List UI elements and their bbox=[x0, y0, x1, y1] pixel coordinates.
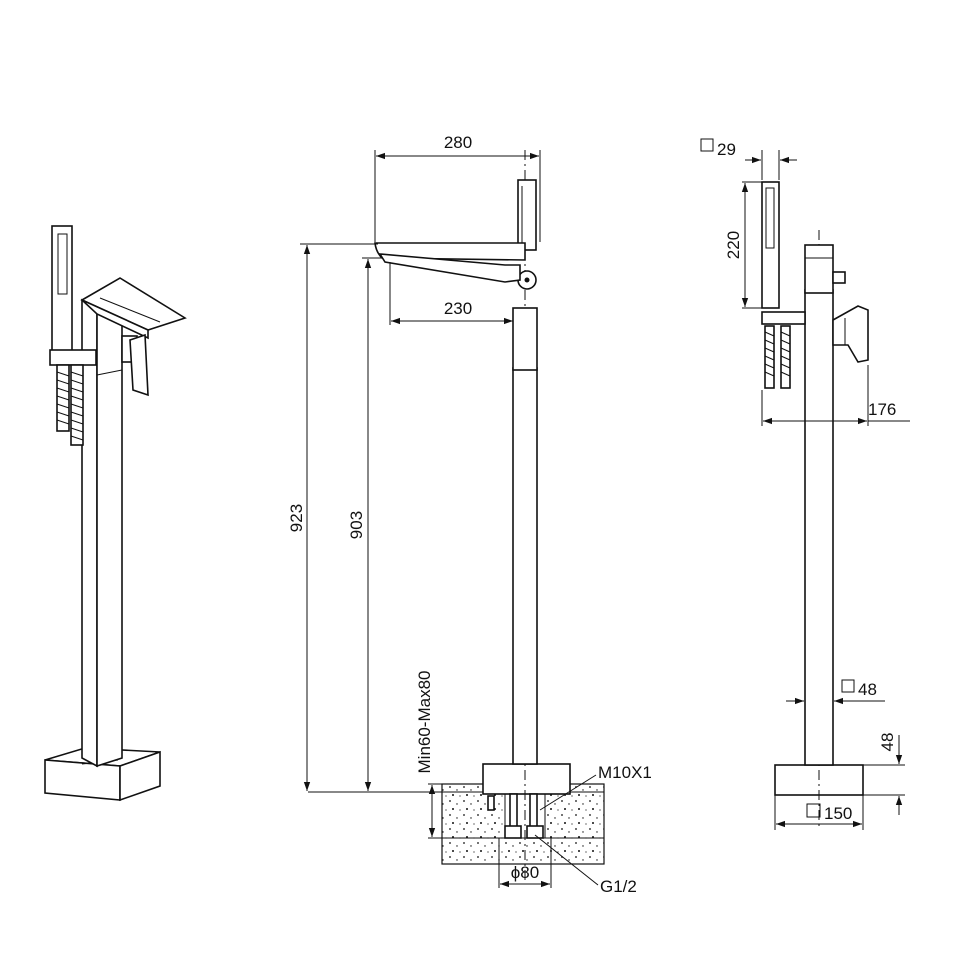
front-spout bbox=[374, 242, 526, 261]
dim-height-total: 923 bbox=[287, 504, 306, 532]
perspective-view bbox=[44, 225, 187, 802]
dim-handshower-length: 220 bbox=[724, 231, 743, 259]
perspective-handle bbox=[121, 333, 149, 397]
side-handle bbox=[832, 305, 869, 363]
dim-handshower-size: 29 bbox=[717, 140, 736, 159]
label-thread-bolt: M10X1 bbox=[598, 763, 652, 782]
dim-spout-length: 280 bbox=[444, 133, 472, 152]
dim-base-size: 150 bbox=[824, 804, 852, 823]
perspective-column bbox=[81, 298, 123, 768]
dim-column-size: 48 bbox=[858, 680, 877, 699]
front-view: 280 230 923 903 Min60-Max80 ϕ80 M10X1 G1… bbox=[287, 133, 652, 896]
dim-height-spout: 903 bbox=[347, 511, 366, 539]
front-base bbox=[482, 763, 571, 795]
perspective-base bbox=[44, 747, 161, 802]
dim-base-height: 48 bbox=[878, 733, 897, 752]
front-column bbox=[512, 367, 538, 765]
perspective-handshower bbox=[49, 225, 97, 446]
side-view: 29 220 176 48 48 150 bbox=[700, 138, 910, 830]
supply-fittings bbox=[487, 793, 544, 839]
dim-hole-diameter: ϕ80 bbox=[511, 863, 539, 882]
dim-floor-depth: Min60-Max80 bbox=[415, 671, 434, 774]
perspective-spout bbox=[80, 277, 187, 340]
dim-handle-offset: 176 bbox=[868, 400, 896, 419]
label-thread-inlet: G1/2 bbox=[600, 877, 637, 896]
side-column bbox=[804, 289, 834, 766]
dim-spout-reach: 230 bbox=[444, 299, 472, 318]
